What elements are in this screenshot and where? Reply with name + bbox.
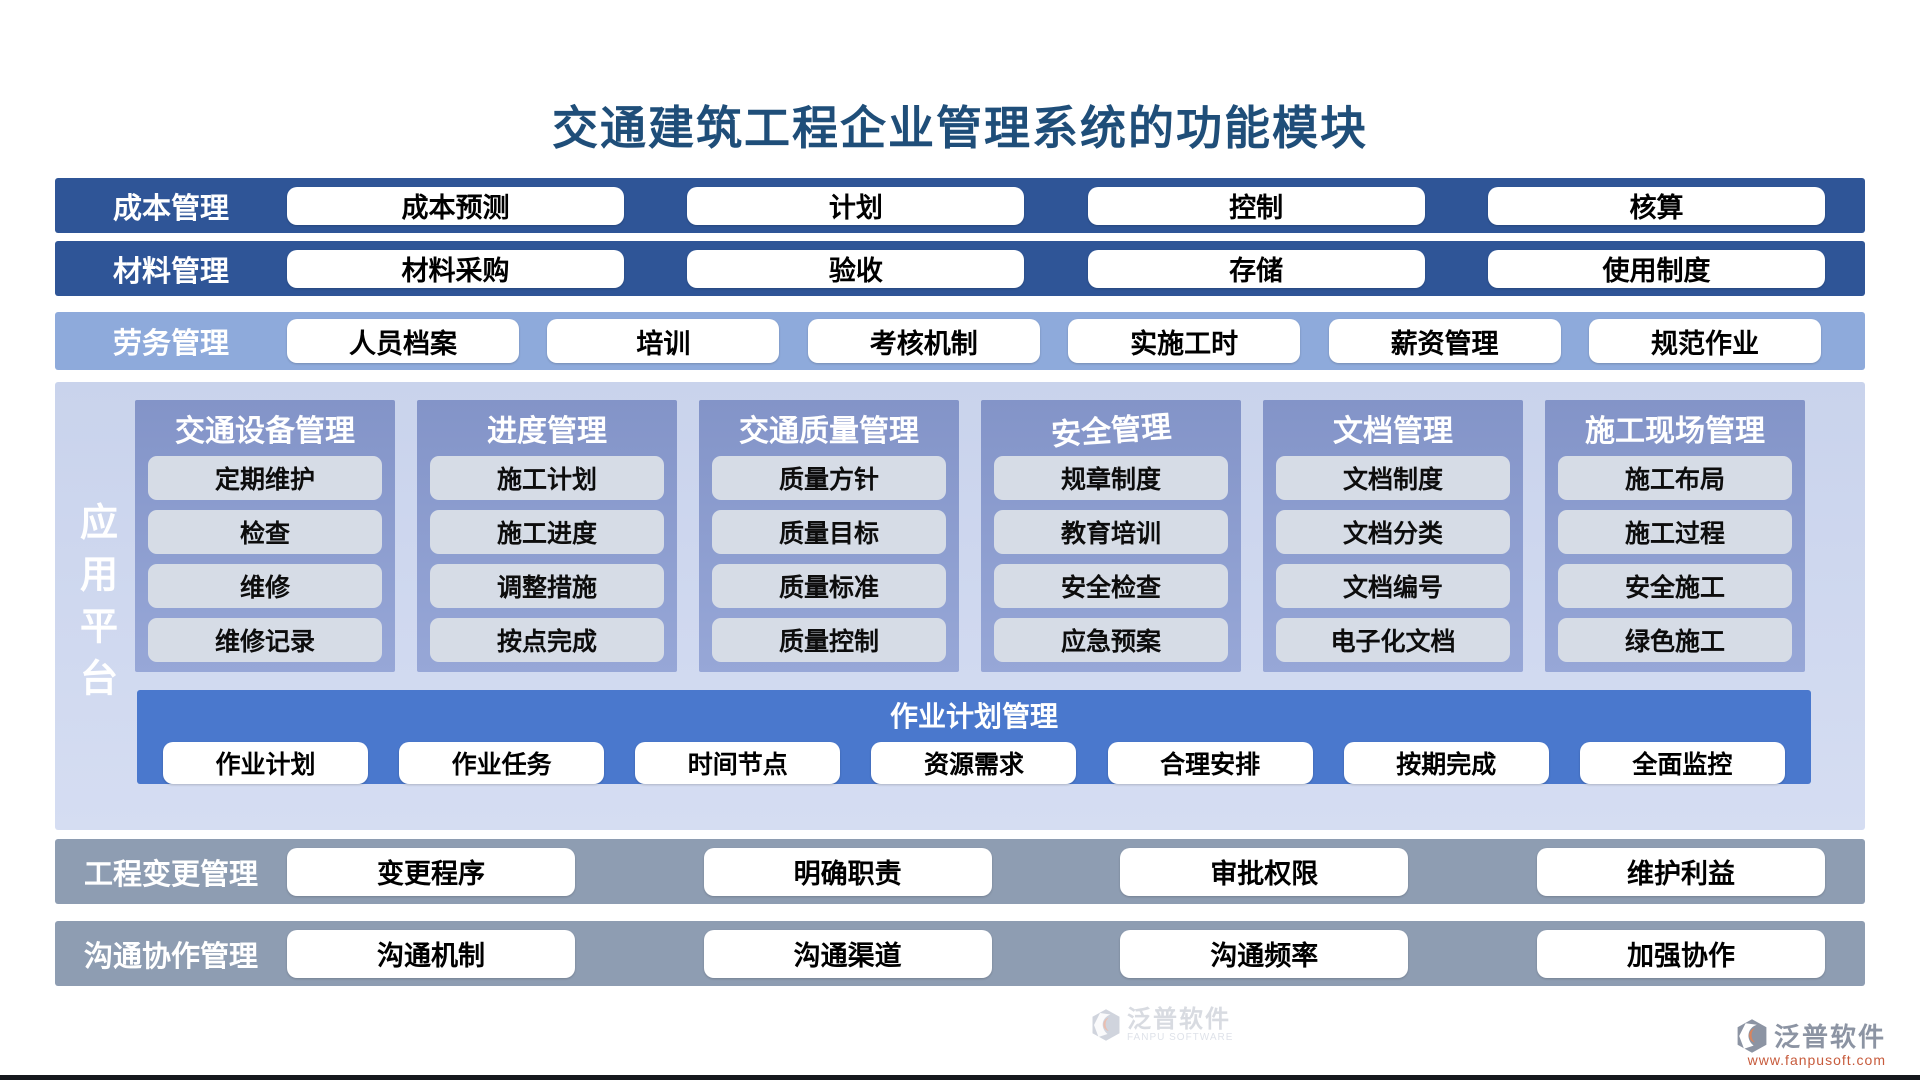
module-box: 按点完成 <box>430 618 664 662</box>
module-box: 验收 <box>687 249 1025 288</box>
platform-columns: 交通设备管理定期维护检查维修维修记录进度管理施工计划施工进度调整措施按点完成交通… <box>135 400 1805 672</box>
module-box: 成本预测 <box>287 186 624 225</box>
module-box: 作业任务 <box>399 742 605 784</box>
module-box: 材料采购 <box>287 249 624 288</box>
fanpu-logo-icon <box>1737 1018 1767 1053</box>
module-box: 规章制度 <box>994 456 1228 500</box>
application-platform-panel: 应用平台 交通设备管理定期维护检查维修维修记录进度管理施工计划施工进度调整措施按… <box>55 382 1865 1043</box>
column-equipment-management: 交通设备管理定期维护检查维修维修记录 <box>135 400 395 672</box>
bottom-edge-strip <box>0 1075 1920 1080</box>
band-items-labor-management: 人员档案培训考核机制实施工时薪资管理规范作业 <box>287 319 1865 363</box>
module-box: 规范作业 <box>1588 319 1821 363</box>
watermark-name: 泛普软件 <box>1127 1006 1231 1033</box>
fanpu-watermark-icon <box>1092 1009 1120 1041</box>
column-progress-management: 进度管理施工计划施工进度调整措施按点完成 <box>417 400 677 672</box>
job-plan-band: 作业计划管理 作业计划作业任务时间节点资源需求合理安排按期完成全面监控 <box>137 690 1811 784</box>
column-quality-management: 交通质量管理质量方针质量目标质量标准质量控制 <box>699 400 959 672</box>
module-box: 人员档案 <box>287 319 519 363</box>
band-change-management: 工程变更管理变更程序 明确职责 审批权限 维护利益 <box>55 839 1865 904</box>
column-title-quality-management: 交通质量管理 <box>739 415 919 448</box>
module-box: 实施工时 <box>1068 319 1301 363</box>
band-material-management: 材料管理 材料采购 验收 存储 使用制度 <box>55 241 1865 296</box>
column-safety-management: 安全管理规章制度教育培训安全检查应急预案 <box>981 400 1241 672</box>
module-box: 安全施工 <box>1558 564 1792 608</box>
band-items-change-management: 变更程序 明确职责 审批权限 维护利益 <box>287 847 1865 896</box>
module-box: 全面监控 <box>1579 742 1785 784</box>
bottom-band-group: 工程变更管理变更程序 明确职责 审批权限 维护利益沟通协作管理沟通机制 沟通渠道 沟通频率… <box>55 839 1865 986</box>
band-communication-management: 沟通协作管理沟通机制 沟通渠道 沟通频率 加强协作 <box>55 921 1865 986</box>
module-box: 电子化文档 <box>1276 618 1510 662</box>
band-label-cost-management: 成本管理 <box>112 192 229 225</box>
module-box: 绿色施工 <box>1558 618 1792 662</box>
module-box: 应急预案 <box>994 618 1228 662</box>
module-box: 计划 <box>687 186 1025 225</box>
module-box: 明确职责 <box>703 847 992 896</box>
column-title-document-management: 文档管理 <box>1333 415 1453 448</box>
module-box: 安全检查 <box>994 564 1228 608</box>
module-box: 施工布局 <box>1558 456 1792 500</box>
module-box: 维修记录 <box>148 618 382 662</box>
module-box: 审批权限 <box>1120 847 1409 896</box>
module-box: 施工过程 <box>1558 510 1792 554</box>
module-box: 薪资管理 <box>1328 319 1561 363</box>
module-box: 沟通渠道 <box>703 929 992 978</box>
module-box: 考核机制 <box>807 319 1040 363</box>
module-box: 沟通频率 <box>1120 929 1409 978</box>
module-box: 文档编号 <box>1276 564 1510 608</box>
top-band-group: 成本管理 成本预测 计划 控制 核算材料管理 材料采购 验收 存储 使用制度劳务管理 人员档案培训… <box>55 178 1865 370</box>
logo-url: www.fanpusoft.com <box>1747 1052 1886 1068</box>
band-items-cost-management: 成本预测 计划 控制 核算 <box>287 186 1865 225</box>
column-title-equipment-management: 交通设备管理 <box>175 415 355 448</box>
band-labor-management: 劳务管理 人员档案培训考核机制实施工时薪资管理规范作业 <box>55 312 1865 370</box>
module-box: 教育培训 <box>994 510 1228 554</box>
band-cost-management: 成本管理 成本预测 计划 控制 核算 <box>55 178 1865 233</box>
module-box: 核算 <box>1487 186 1825 225</box>
module-box: 存储 <box>1087 249 1425 288</box>
column-title-site-management: 施工现场管理 <box>1585 415 1765 448</box>
module-box: 文档制度 <box>1276 456 1510 500</box>
band-label-labor-management: 劳务管理 <box>112 328 229 360</box>
column-document-management: 文档管理文档制度文档分类文档编号电子化文档 <box>1263 400 1523 672</box>
logo-name: 泛普软件 <box>1773 1022 1886 1052</box>
module-box: 施工进度 <box>430 510 664 554</box>
fanpu-logo: 泛普软件 www.fanpusoft.com <box>1736 1017 1886 1068</box>
column-site-management: 施工现场管理施工布局施工过程安全施工绿色施工 <box>1545 400 1805 672</box>
module-box: 维护利益 <box>1536 847 1825 896</box>
module-box: 维修 <box>148 564 382 608</box>
module-box: 施工计划 <box>430 456 664 500</box>
module-box: 加强协作 <box>1536 929 1825 978</box>
platform-side-label: 应用平台 <box>73 502 116 710</box>
module-box: 沟通机制 <box>287 929 575 978</box>
module-box: 资源需求 <box>871 742 1077 784</box>
band-label-change-management: 工程变更管理 <box>83 858 258 891</box>
module-box: 时间节点 <box>635 742 841 784</box>
band-label-communication-management: 沟通协作管理 <box>83 940 258 973</box>
column-title-progress-management: 进度管理 <box>487 415 607 448</box>
watermark-subtitle: FANPU SOFTWARE <box>1127 1032 1234 1043</box>
module-box: 按期完成 <box>1343 742 1549 784</box>
module-box: 质量控制 <box>712 618 946 662</box>
job-plan-title: 作业计划管理 <box>889 701 1058 732</box>
module-box: 调整措施 <box>430 564 664 608</box>
module-box: 质量标准 <box>712 564 946 608</box>
column-title-safety-management: 安全管理 <box>1050 410 1173 453</box>
module-box: 培训 <box>547 319 780 363</box>
module-box: 变更程序 <box>287 847 575 896</box>
module-box: 文档分类 <box>1276 510 1510 554</box>
module-box: 检查 <box>148 510 382 554</box>
watermark: 泛普软件 FANPU SOFTWARE <box>1091 1008 1233 1044</box>
module-box: 质量目标 <box>712 510 946 554</box>
band-items-communication-management: 沟通机制 沟通渠道 沟通频率 加强协作 <box>287 929 1865 978</box>
band-label-material-management: 材料管理 <box>112 255 229 288</box>
module-box: 质量方针 <box>712 456 946 500</box>
module-box: 使用制度 <box>1487 249 1825 288</box>
page-title: 交通建筑工程企业管理系统的功能模块 <box>552 102 1368 154</box>
module-box: 控制 <box>1087 186 1425 225</box>
module-box: 合理安排 <box>1107 742 1313 784</box>
job-plan-items: 作业计划作业任务时间节点资源需求合理安排按期完成全面监控 <box>137 735 1811 784</box>
module-box: 定期维护 <box>148 456 382 500</box>
module-box: 作业计划 <box>163 742 368 784</box>
band-items-material-management: 材料采购 验收 存储 使用制度 <box>287 249 1865 288</box>
